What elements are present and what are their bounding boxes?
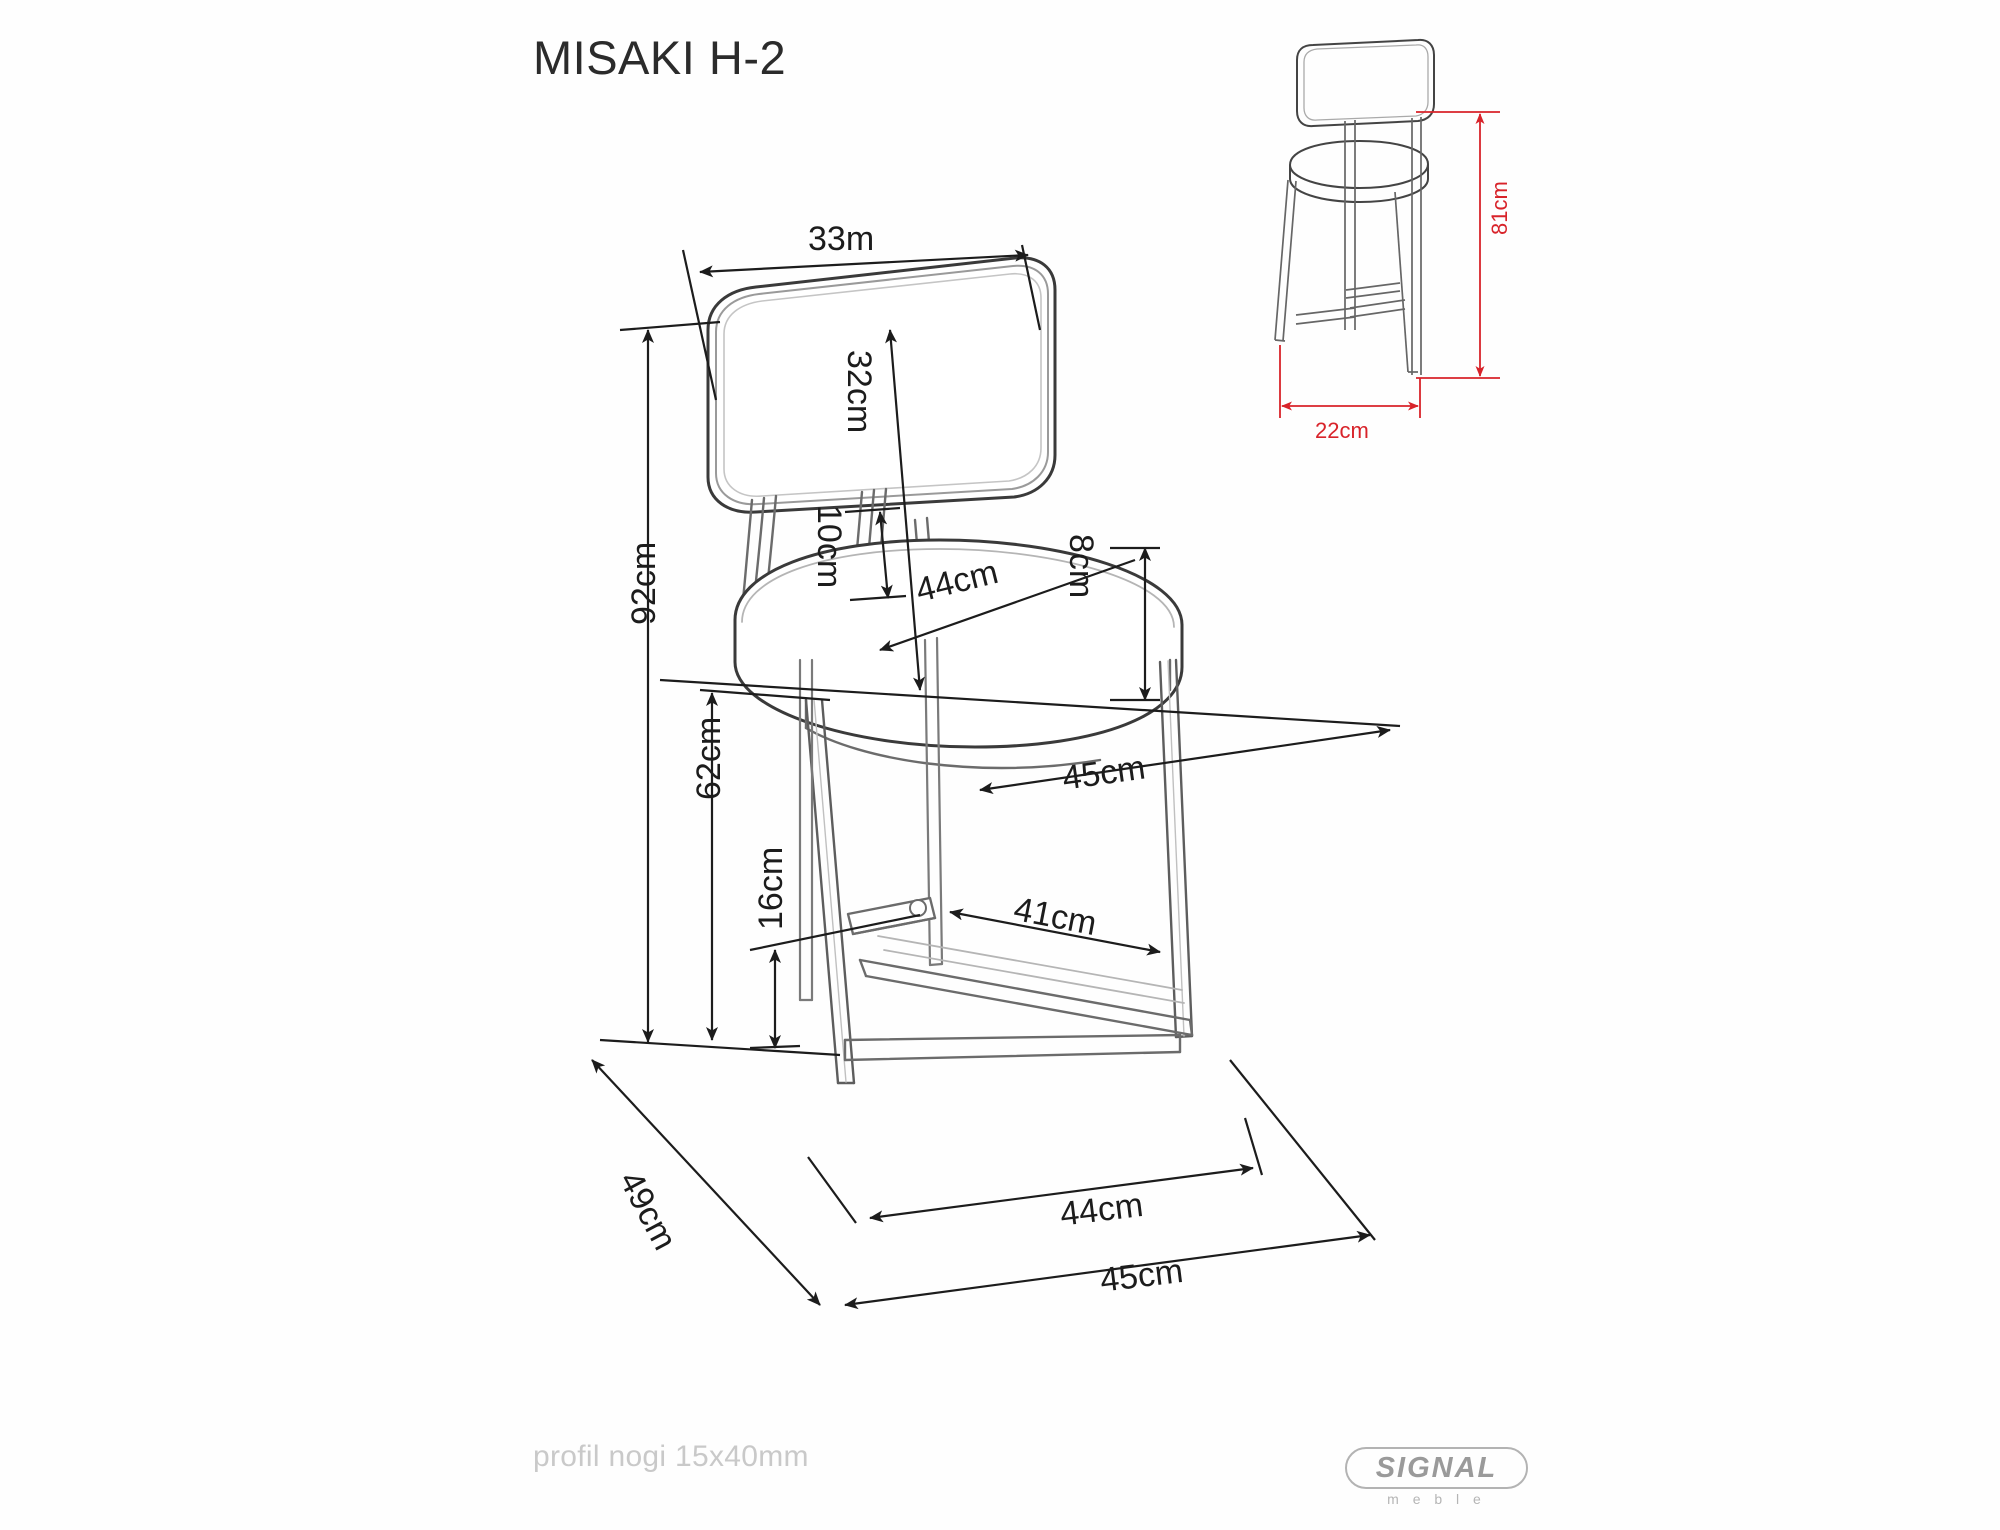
dim-label-total-height: 92cm: [625, 541, 663, 625]
dim-line-41: [949, 908, 1161, 956]
ext-line-92-bottom: [599, 1038, 841, 1057]
dim-line-44-base: [869, 1163, 1254, 1223]
ext-line-44-base-r: [1243, 1117, 1264, 1176]
ext-line-45-depth-a: [659, 678, 1401, 728]
inset-front-leg: [1274, 179, 1289, 341]
ext-line-16-top: [749, 913, 921, 952]
inset-rear-leg: [1394, 191, 1409, 373]
chair-body: [706, 256, 1194, 1085]
ext-line-92-top: [619, 320, 721, 332]
signal-meble-logo: SIGNAL m e b l e: [1345, 1447, 1530, 1509]
ext-line-45-base-r: [1229, 1059, 1376, 1241]
dim-line-33: [699, 249, 1029, 278]
front-left-leg: [804, 698, 856, 1085]
dim-label-backrest-gap: 10cm: [810, 505, 848, 589]
rear-left-leg: [798, 658, 814, 1002]
backrest-panel: [706, 256, 1057, 514]
dim-label-inset-height: 81cm: [1487, 181, 1512, 235]
dim-line-44-seat: [879, 558, 1136, 652]
front-right-leg: [1158, 658, 1194, 1039]
ext-line-16-bot: [749, 1044, 801, 1050]
dim-line-10: [875, 511, 893, 599]
dim-label-inset-width: 22cm: [1315, 418, 1369, 443]
dim-label-seat-thickness: 8cm: [1062, 534, 1100, 599]
ext-line-10-top: [844, 506, 901, 514]
ext-line-44-base-l: [807, 1156, 857, 1224]
dim-label-backrest-height: 32cm: [840, 350, 878, 434]
leg-profile-note: profil nogi 15x40mm: [533, 1440, 809, 1473]
dim-label-seat-height: 62cm: [690, 716, 728, 800]
ext-line-33-left: [681, 249, 718, 401]
logo-wordmark: SIGNAL: [1375, 1452, 1498, 1484]
inset-seat: [1289, 140, 1429, 189]
logo-pill-outline: [1345, 1447, 1528, 1489]
ext-line-10-bot: [849, 594, 907, 602]
logo-tagline: m e b l e: [1387, 1491, 1486, 1507]
dim-line-45-base: [844, 1230, 1371, 1310]
dim-line-49: [591, 1059, 821, 1306]
inset-backrest: [1296, 38, 1435, 128]
inset-dimension-lines: [1279, 111, 1500, 418]
dim-line-32: [885, 329, 925, 691]
page-title: MISAKI H-2: [533, 31, 787, 84]
side-view-inset: [1274, 38, 1435, 375]
dim-label-backrest-width: 33m: [808, 220, 875, 258]
ext-line-62-top: [699, 688, 831, 702]
dimension-lines: [591, 244, 1401, 1310]
dim-label-footrest-height: 16cm: [752, 846, 790, 930]
dim-line-45-depth: [979, 725, 1391, 795]
